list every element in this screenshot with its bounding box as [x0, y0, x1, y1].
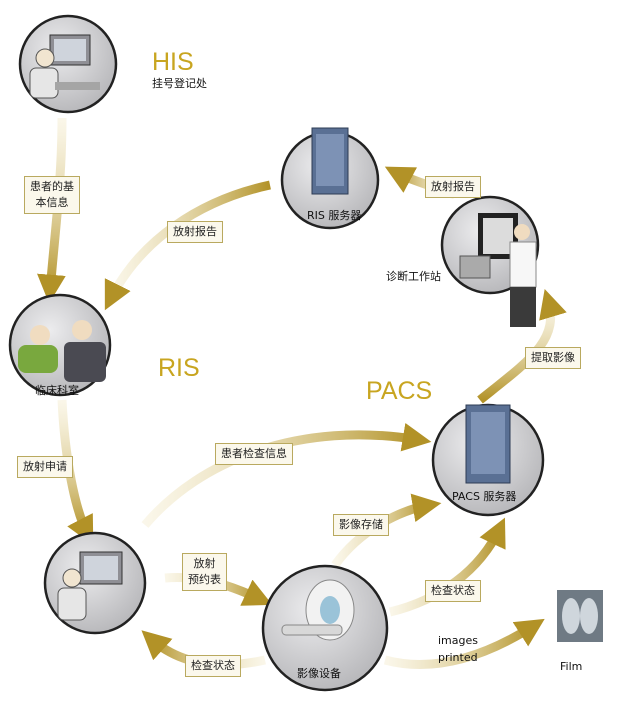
pacs-server-label: PACS 服务器: [452, 490, 517, 503]
node-modality-circle: [261, 564, 389, 692]
his-title: HIS: [152, 48, 194, 76]
arrow-images-printed: [383, 618, 545, 669]
node-scheduling-circle: [43, 531, 147, 635]
edge-label-exam-status-1: 检查状态: [425, 580, 481, 602]
ris-server-label: RIS 服务器: [307, 209, 362, 222]
node-pacs-server-circle: [431, 403, 545, 517]
edge-label-schedule: 放射 预约表: [182, 553, 227, 591]
edge-label-images-printed: images printed: [438, 634, 478, 664]
workstation-label: 诊断工作站: [386, 270, 441, 283]
node-clinical-circle: [8, 293, 112, 397]
ris-title: RIS: [158, 354, 200, 382]
modality-label: 影像设备: [297, 667, 341, 680]
edge-label-fetch-image: 提取影像: [525, 347, 581, 369]
edge-label-exam-status-2: 检查状态: [185, 655, 241, 677]
registration-label: 挂号登记处: [152, 77, 207, 90]
film-label: Film: [560, 660, 583, 673]
film-xray-image: [557, 590, 603, 642]
edge-label-store-image: 影像存储: [333, 514, 389, 536]
clinical-label: 临床科室: [35, 384, 79, 397]
edge-label-report-1: 放射报告: [167, 221, 223, 243]
edge-label-request: 放射申请: [17, 456, 73, 478]
edge-label-patient-basic: 患者的基 本信息: [24, 176, 80, 214]
edge-label-patient-exam: 患者检查信息: [215, 443, 293, 465]
node-registration-circle: [18, 14, 118, 114]
pacs-title: PACS: [366, 377, 433, 405]
node-ris-server-circle: [280, 127, 380, 230]
arrow-clinical-to-request: [57, 399, 94, 546]
edge-label-report-2: 放射报告: [425, 176, 481, 198]
node-workstation-circle: [440, 195, 540, 327]
